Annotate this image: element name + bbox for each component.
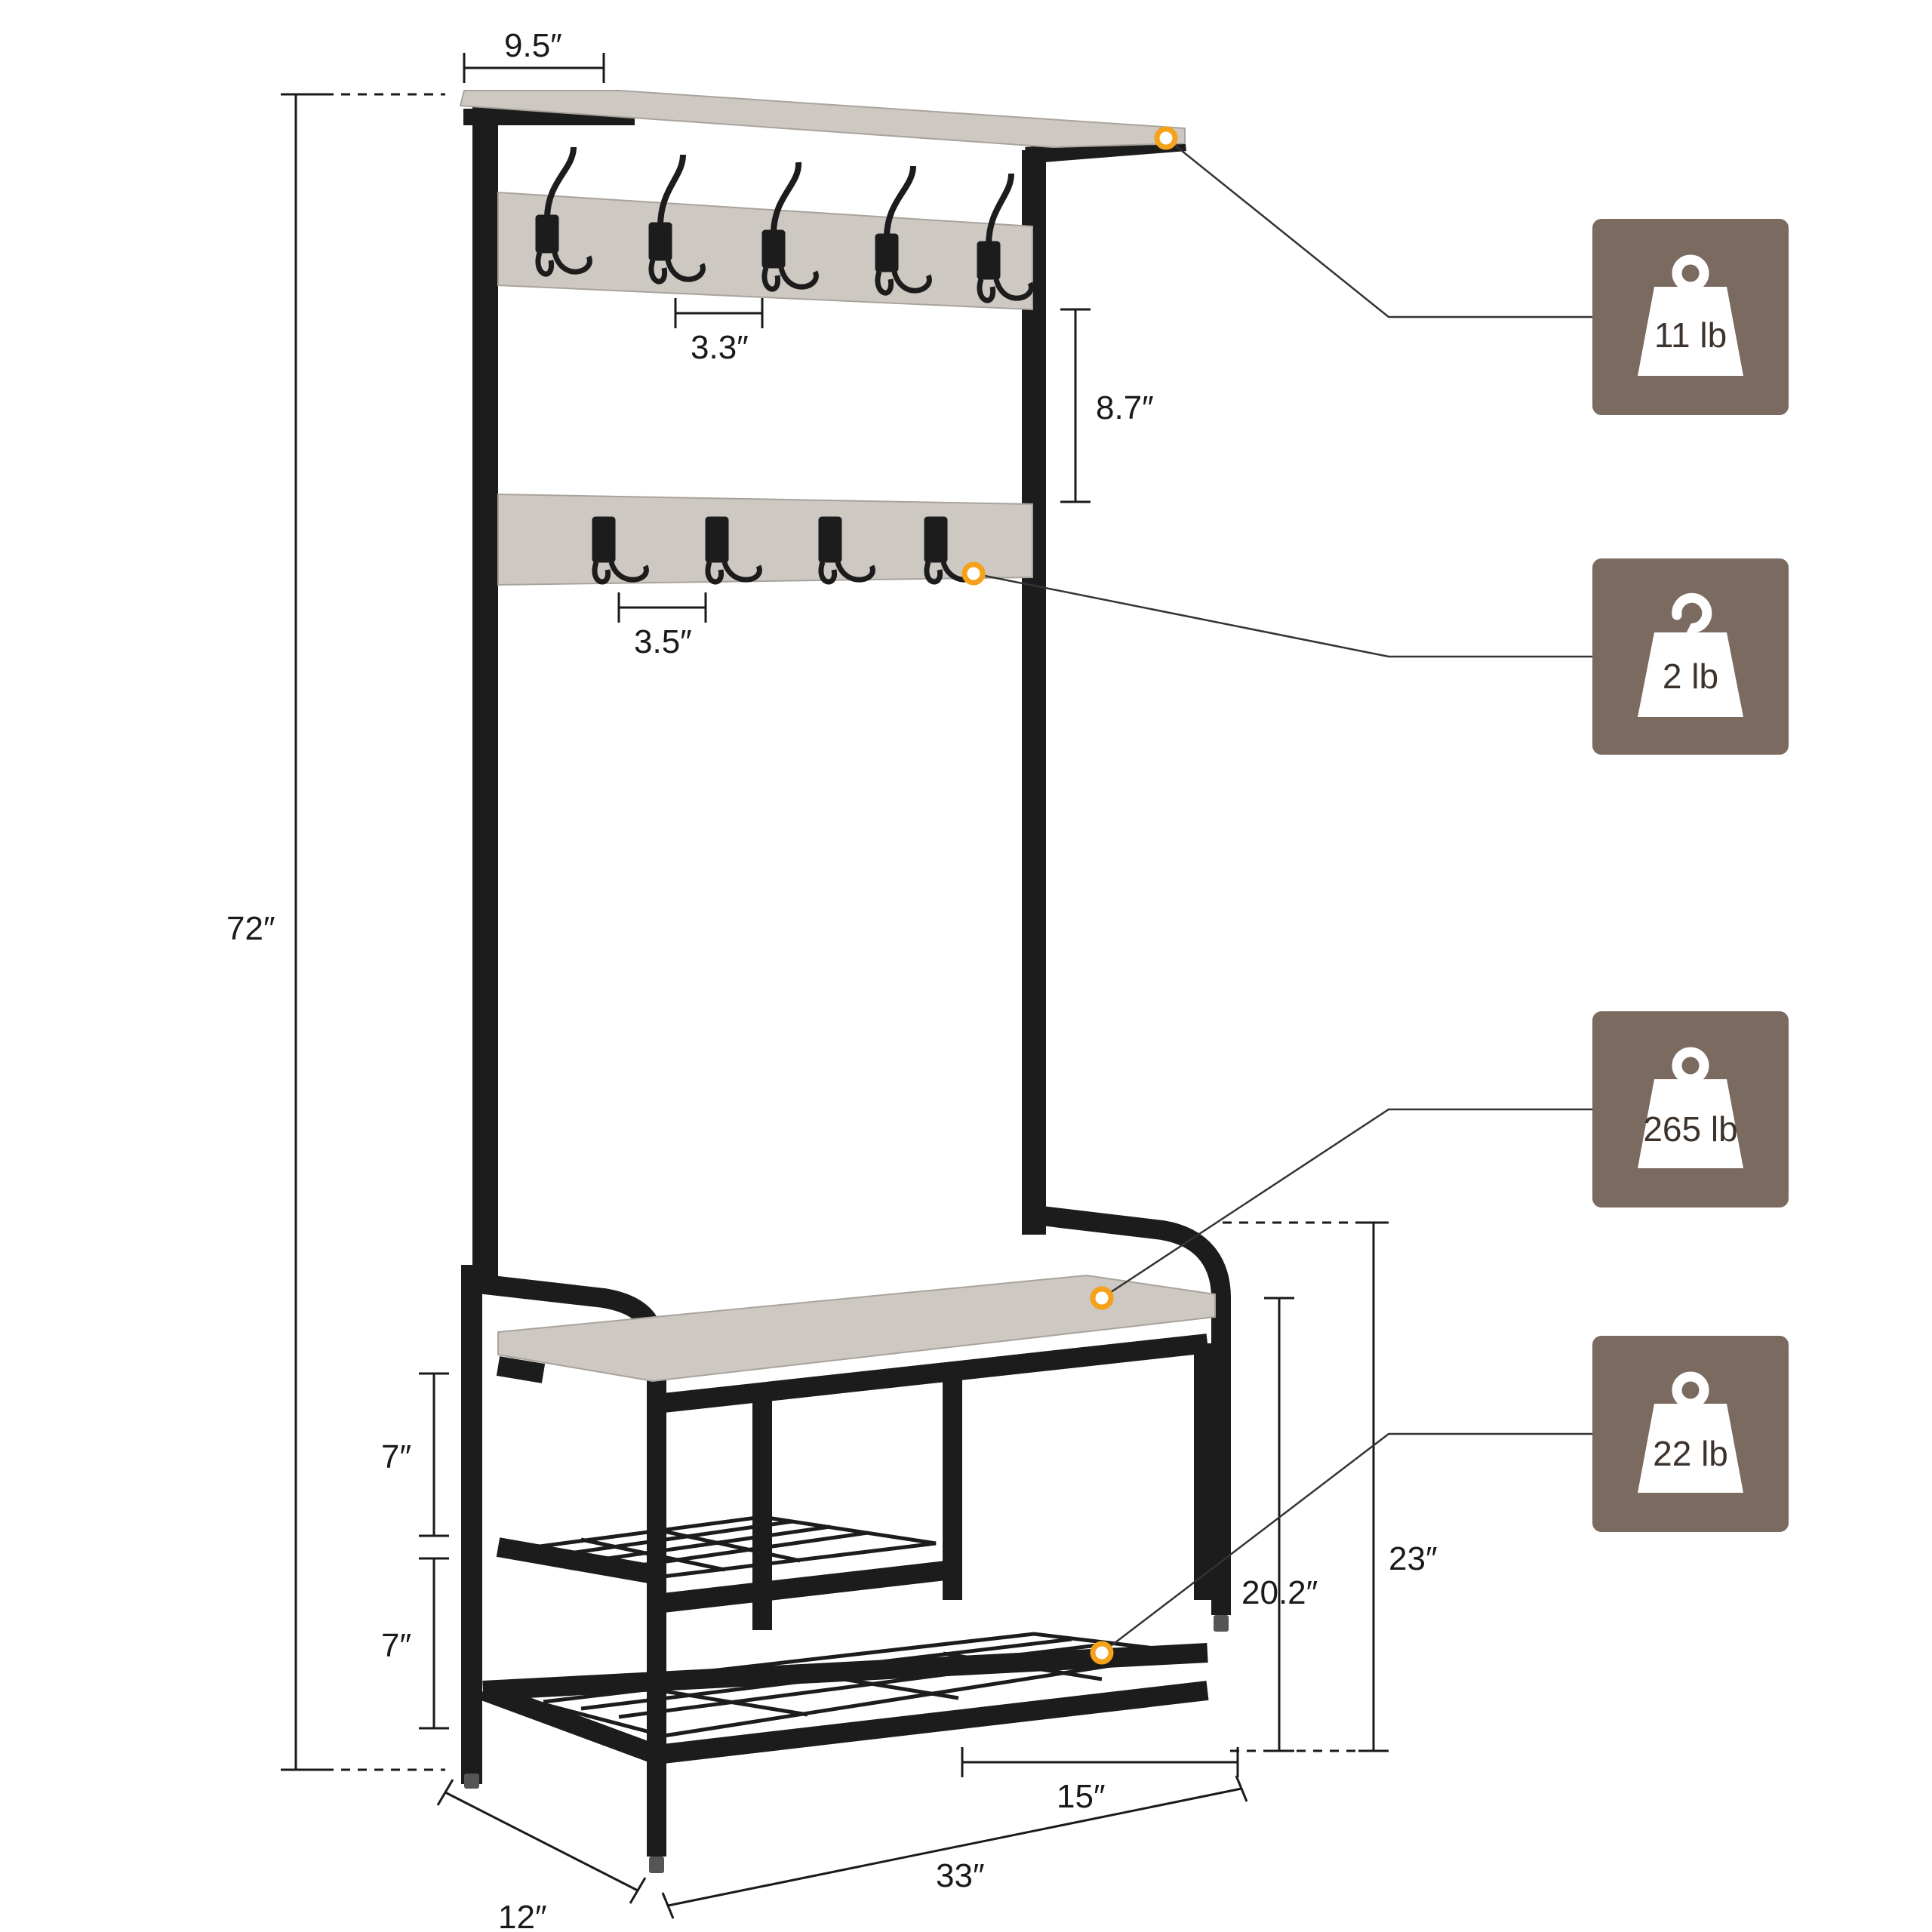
dim-shoe-shelf-width: 15″: [1057, 1778, 1106, 1815]
hook-weight-icon: [1638, 592, 1743, 717]
weight-badge-label: 265 lb: [1643, 1109, 1737, 1149]
dim-shelf-gap-upper: 7″: [381, 1438, 411, 1475]
dim-top-depth: 9.5″: [504, 27, 562, 64]
dim-hook-spacing-bottom: 3.5″: [634, 623, 692, 660]
dim-total-height: 72″: [226, 910, 275, 947]
dimension-lines: [281, 53, 1389, 1919]
weight-badge-bench: 265 lb: [1592, 1011, 1789, 1208]
feet: [464, 1615, 1229, 1873]
hook: [648, 154, 706, 285]
hook: [705, 516, 762, 585]
dim-shelf-gap-lower: 7″: [381, 1627, 411, 1664]
weight-badge-label: 22 lb: [1653, 1434, 1728, 1473]
callout-dot-hook: [961, 561, 986, 586]
weight-icon: [1638, 1371, 1743, 1493]
weight-badge-label: 2 lb: [1663, 657, 1718, 696]
dim-hook-spacing-top: 3.3″: [691, 329, 749, 366]
weight-badge-label: 11 lb: [1654, 315, 1727, 355]
callout-dot-shoe-shelf: [1090, 1641, 1114, 1665]
weight-badge-top-shelf: 11 lb: [1592, 219, 1789, 415]
dim-seat-height-outer: 23″: [1389, 1540, 1438, 1577]
dim-seat-height-inner: 20.2″: [1241, 1574, 1318, 1611]
weight-badge-shoe-shelf: 22 lb: [1592, 1336, 1789, 1532]
hook: [818, 516, 875, 585]
dim-total-width: 33″: [936, 1857, 985, 1894]
top-shelf: [459, 90, 1186, 149]
bench-seat: [497, 1274, 1216, 1383]
dim-total-depth: 12″: [498, 1899, 547, 1932]
callout-dot-top-shelf: [1154, 126, 1178, 150]
callout-lines: [973, 137, 1592, 1654]
dim-rail-gap: 8.7″: [1096, 389, 1154, 426]
hook: [535, 146, 592, 277]
lower-shoe-shelf: [505, 1632, 1193, 1738]
hook: [977, 173, 1034, 303]
callout-dots: [961, 126, 1178, 1665]
upper-shoe-shelf: [505, 1515, 937, 1580]
lower-hook-rail: [497, 493, 1033, 586]
hook: [761, 162, 819, 292]
upper-hooks: [535, 146, 1034, 303]
coat-rack-frame: [461, 104, 1186, 1784]
lower-hooks: [592, 516, 981, 585]
weight-icon: [1638, 1047, 1743, 1168]
weight-icon: [1638, 254, 1743, 376]
weight-badge-hook: 2 lb: [1592, 558, 1789, 755]
hook: [875, 165, 932, 296]
callout-dot-bench: [1090, 1286, 1114, 1310]
hook: [592, 516, 649, 585]
